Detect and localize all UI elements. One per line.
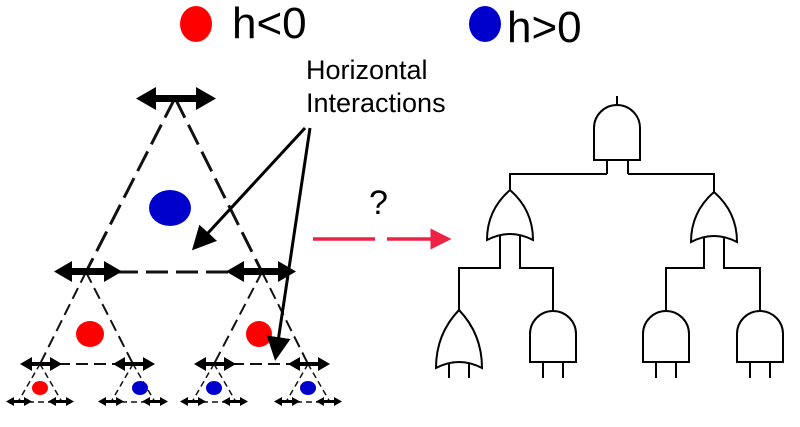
legend-label-negative: h<0 bbox=[232, 0, 307, 48]
double-arrow-icon bbox=[222, 397, 248, 406]
interaction-arrows bbox=[6, 87, 342, 406]
double-arrow-icon bbox=[288, 357, 330, 371]
red-field-dot bbox=[76, 321, 104, 347]
logic-and-gate-icon bbox=[736, 310, 784, 378]
blue-field-dot bbox=[132, 381, 148, 395]
logic-or-gate-icon bbox=[434, 308, 484, 378]
mapping-question-mark: ? bbox=[369, 184, 388, 222]
blue-field-dot bbox=[206, 381, 222, 395]
legend-label-positive: h>0 bbox=[507, 3, 582, 52]
double-arrow-icon bbox=[316, 397, 342, 406]
double-arrow-icon bbox=[274, 397, 300, 406]
logic-and-gate-icon bbox=[642, 310, 690, 378]
annotation-pointers bbox=[191, 126, 312, 361]
mid-right-triangle bbox=[213, 271, 309, 365]
top-triangle bbox=[84, 97, 264, 274]
double-arrow-icon bbox=[48, 397, 74, 406]
legend-blue-dot bbox=[469, 6, 501, 42]
double-arrow-icon bbox=[54, 261, 122, 282]
red-field-dot bbox=[246, 321, 272, 347]
legend-red-dot bbox=[180, 6, 212, 42]
blue-field-dot bbox=[149, 190, 191, 226]
hierarchical-lattice bbox=[17, 97, 331, 403]
double-arrow-icon bbox=[194, 357, 236, 371]
field-dots bbox=[32, 190, 316, 395]
logic-and-gate-icon bbox=[529, 310, 577, 378]
logic-or-gate-icon bbox=[485, 188, 535, 242]
annotation-line-2: Interactions bbox=[306, 88, 446, 118]
logic-and-gate-icon bbox=[593, 96, 641, 174]
double-arrow-icon bbox=[226, 261, 296, 282]
double-arrow-icon bbox=[20, 357, 62, 371]
blue-field-dot bbox=[300, 381, 316, 395]
double-arrow-icon bbox=[142, 397, 168, 406]
double-arrow-icon bbox=[6, 397, 32, 406]
annotation-line-1: Horizontal bbox=[306, 55, 428, 85]
double-arrow-icon bbox=[98, 397, 124, 406]
double-arrow-icon bbox=[136, 87, 216, 110]
red-field-dot bbox=[32, 381, 48, 395]
mid-left-triangle bbox=[39, 271, 134, 365]
logic-or-gate-icon bbox=[689, 190, 739, 244]
double-arrow-icon bbox=[180, 397, 206, 406]
double-arrow-icon bbox=[113, 357, 155, 371]
bottom-triangles bbox=[17, 363, 331, 403]
logic-circuit-tree bbox=[434, 96, 784, 378]
